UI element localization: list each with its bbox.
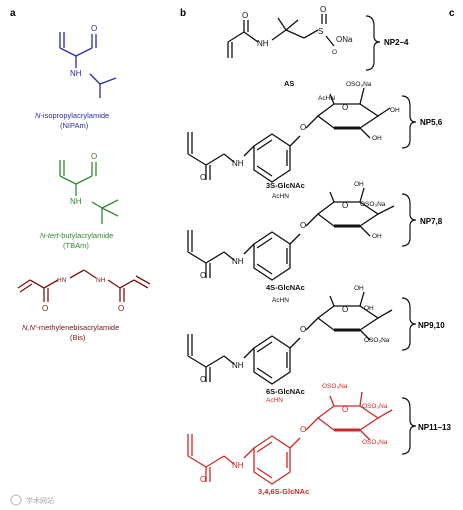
as-sulfonyl-oxygen-2: O	[332, 49, 337, 56]
s4-label: 4S-GlcNAc	[266, 283, 305, 292]
as-np-label: NP2–4	[384, 38, 409, 47]
s4-structure	[187, 187, 395, 281]
s4-oh-top: OH	[354, 181, 364, 188]
as-ona: ONa	[336, 35, 353, 44]
bis-nh-right: NH	[96, 277, 106, 284]
s4-achn: AcHN	[272, 193, 289, 200]
s346-osulfate-3: OSO₃Na	[322, 383, 348, 390]
panel-letter-b: b	[180, 8, 186, 19]
s4-osulfate: OSO₃Na	[360, 201, 386, 208]
s4-np-label: NP7,8	[420, 217, 443, 226]
s346-osulfate-6: OSO₃Na	[362, 439, 388, 446]
tbam-structure	[59, 160, 119, 224]
s6-brace	[401, 297, 417, 351]
s3-nh: NH	[232, 159, 244, 168]
s6-ring-oxygen: O	[342, 305, 348, 314]
s346-np-label: NP11–13	[418, 423, 451, 432]
as-nh: NH	[257, 39, 269, 48]
tbam-oxygen: O	[91, 152, 97, 161]
s346-label: 3,4,6S-GlcNAc	[258, 487, 309, 496]
s3-oh-lower: OH	[372, 135, 382, 142]
as-label: AS	[284, 79, 294, 88]
bis-abbr: (Bis)	[70, 333, 86, 342]
nipam-structure	[59, 32, 117, 98]
watermark: 学术网站	[10, 494, 54, 506]
s346-structure	[187, 391, 393, 485]
s3-brace	[401, 95, 417, 149]
bis-oxygen-left: O	[42, 304, 48, 313]
s4-carbonyl-oxygen: O	[200, 271, 206, 280]
as-sulfonyl-oxygen: O	[320, 5, 326, 14]
s346-carbonyl-oxygen: O	[200, 475, 206, 484]
s346-nh: NH	[232, 461, 244, 470]
nipam-oxygen: O	[91, 24, 97, 33]
as-oxygen: O	[242, 11, 248, 20]
s3-oh-upper: OH	[390, 107, 400, 114]
nipam-nh: NH	[70, 69, 82, 78]
nipam-name: N-isopropylacrylamide	[35, 111, 109, 120]
s3-structure	[187, 87, 391, 183]
s346-brace	[401, 397, 417, 455]
as-brace	[365, 15, 381, 71]
s4-ring-oxygen: O	[342, 201, 348, 210]
s6-glycosidic-oxygen: O	[300, 325, 306, 334]
s6-np-label: NP9,10	[418, 321, 445, 330]
panel-letter-c: c	[449, 8, 455, 19]
bis-structure	[17, 269, 151, 302]
tbam-name: N-tert-butylacrylamide	[40, 231, 113, 240]
s6-oh-top: OH	[354, 285, 364, 292]
s4-nh: NH	[232, 257, 244, 266]
s3-achn: AcHN	[318, 95, 335, 102]
s346-ring-oxygen: O	[342, 405, 348, 414]
s4-brace	[401, 193, 417, 247]
watermark-text: 学术网站	[26, 496, 54, 505]
s6-nh: NH	[232, 361, 244, 370]
s4-oh-lower: OH	[372, 233, 382, 240]
s346-achn: AcHN	[266, 397, 283, 404]
as-sulfur: S	[318, 27, 323, 36]
nipam-abbr: (NIPAm)	[60, 121, 89, 130]
s3-carbonyl-oxygen: O	[200, 173, 206, 182]
tbam-abbr: (TBAm)	[63, 241, 89, 250]
s6-osulfate: OSO₃Na	[364, 337, 390, 344]
panel-letter-a: a	[10, 8, 16, 19]
s3-glycosidic-oxygen: O	[300, 123, 306, 132]
tbam-nh: NH	[70, 197, 82, 206]
s6-structure	[187, 291, 393, 385]
s6-achn: AcHN	[272, 297, 289, 304]
s3-osulfate: OSO₃Na	[346, 81, 372, 88]
s4-glycosidic-oxygen: O	[300, 221, 306, 230]
bis-nh-left: HN	[57, 277, 67, 284]
s3-np-label: NP5,6	[420, 118, 443, 127]
s3-ring-oxygen: O	[342, 103, 348, 112]
s6-carbonyl-oxygen: O	[200, 375, 206, 384]
s346-osulfate-4: OSO₃Na	[362, 403, 388, 410]
as-structure	[227, 14, 335, 58]
s6-label: 6S-GlcNAc	[266, 387, 305, 396]
s6-oh-right: OH	[364, 305, 374, 312]
bis-name: N,N′-methylenebisacrylamide	[22, 323, 119, 332]
s346-glycosidic-oxygen: O	[300, 425, 306, 434]
s3-label: 3S-GlcNAc	[266, 181, 305, 190]
bis-oxygen-right: O	[118, 304, 124, 313]
